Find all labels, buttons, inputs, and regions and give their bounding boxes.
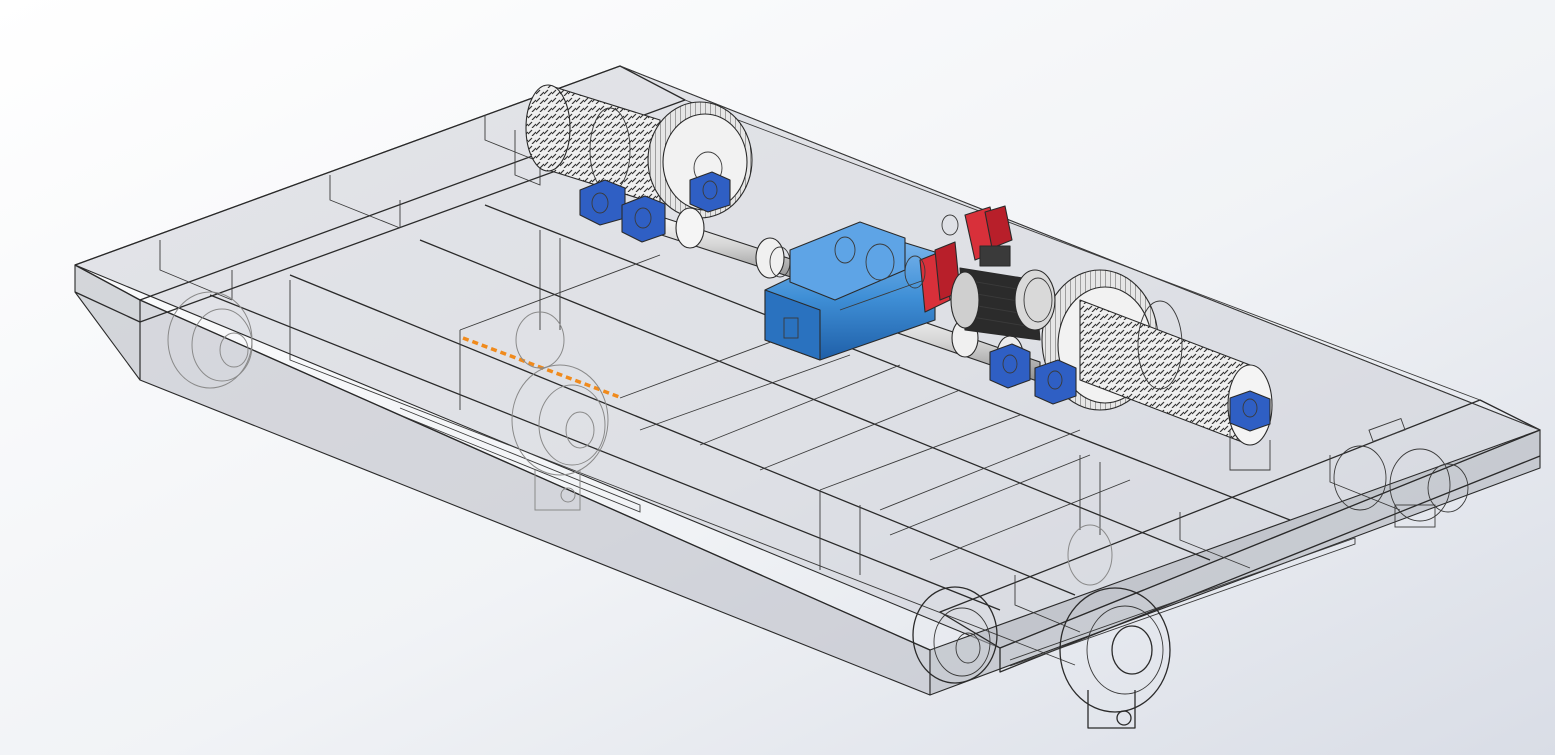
gear-reducer[interactable] bbox=[764, 221, 936, 361]
bearing-block-2[interactable] bbox=[621, 195, 666, 243]
bearing-block-5[interactable] bbox=[1034, 359, 1077, 405]
wheel-center-ghost bbox=[515, 311, 1113, 586]
wheel-right-bottom[interactable] bbox=[1059, 587, 1171, 729]
travel-drive-unit[interactable] bbox=[1333, 417, 1469, 528]
wheel-right-front[interactable] bbox=[912, 586, 998, 684]
wheel-left-front[interactable] bbox=[511, 364, 609, 511]
hoist-motor[interactable] bbox=[950, 245, 1056, 341]
hoist-drum-left[interactable] bbox=[514, 84, 753, 219]
drive-shaft-left[interactable] bbox=[639, 207, 801, 281]
bearing-block-3[interactable] bbox=[689, 171, 731, 213]
frame-right-face bbox=[929, 429, 1541, 696]
wheel-left-rear[interactable] bbox=[167, 291, 253, 389]
brake-unit-front[interactable] bbox=[904, 241, 961, 313]
bearing-block-1[interactable] bbox=[579, 179, 626, 226]
bearing-block-4[interactable] bbox=[989, 343, 1031, 389]
bearing-block-6[interactable] bbox=[1229, 390, 1271, 432]
